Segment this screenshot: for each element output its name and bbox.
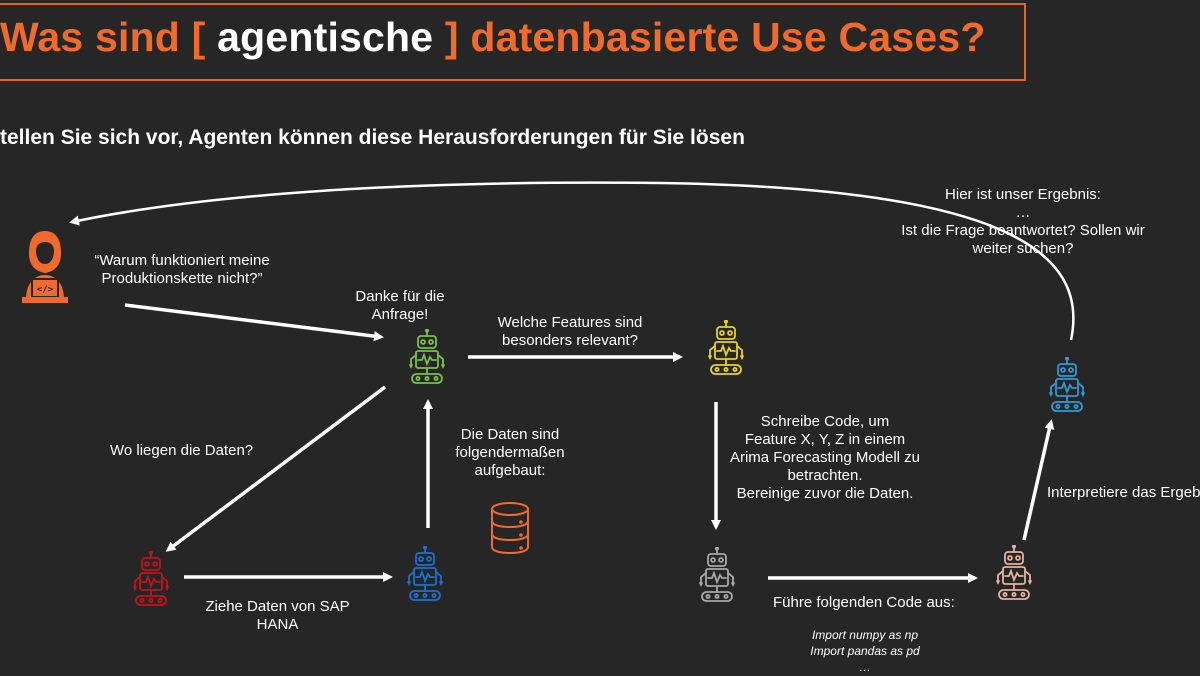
label-user-question: “Warum funktioniert meine Produktionsket…	[82, 252, 282, 288]
label-write-code: Schreibe Code, um Feature X, Y, Z in ein…	[720, 413, 930, 503]
label-pull-data-line1: Ziehe Daten von SAP	[205, 598, 350, 615]
label-result-line3: Ist die Frage beantwortet? Sollen wir	[901, 222, 1145, 239]
robot-icon-peach	[996, 545, 1032, 600]
label-execute-code: Führe folgenden Code aus:	[773, 594, 955, 611]
label-features: Welche Features sind besonders relevant?	[485, 314, 655, 350]
label-data-structure: Die Daten sind folgendermaßen aufgebaut:	[445, 426, 575, 480]
title-frame	[0, 3, 1026, 81]
svg-text:</>: </>	[37, 285, 54, 295]
label-result-line4: weiter suchen?	[972, 240, 1074, 257]
label-result-line1: Hier ist unser Ergebnis:	[945, 186, 1101, 203]
label-user-question-line1: “Warum funktioniert meine	[94, 252, 270, 269]
database-icon	[491, 502, 529, 555]
robot-icon-red	[133, 551, 169, 606]
robot-icon-yellow	[708, 320, 744, 375]
robot-icon-blue	[407, 546, 443, 601]
arrow-user-to-green	[124, 303, 384, 342]
code-line-3: …	[859, 660, 871, 674]
label-write-code-line1: Schreibe Code, um	[760, 413, 890, 430]
code-line-1: Import numpy as np	[811, 628, 919, 642]
slide-subtitle: tellen Sie sich vor, Agenten können dies…	[0, 126, 745, 149]
label-pull-data: Ziehe Daten von SAP HANA	[195, 598, 360, 634]
label-interpret: Interpretiere das Ergebn	[1047, 484, 1200, 501]
label-features-line2: besonders relevant?	[502, 332, 638, 349]
robot-icon-green	[409, 329, 445, 384]
label-thanks-line2: Anfrage!	[371, 306, 429, 323]
label-data-structure-line1: Die Daten sind	[460, 426, 560, 443]
arrow-result-to-user	[69, 181, 1075, 341]
slide-title: Was sind [ agentische ] datenbasierte Us…	[0, 14, 986, 61]
label-pull-data-line2: HANA	[256, 616, 299, 633]
label-result: Hier ist unser Ergebnis: … Ist die Frage…	[892, 186, 1154, 258]
label-thanks: Danke für die Anfrage!	[340, 288, 460, 324]
label-write-code-line2: Feature X, Y, Z in einem	[744, 431, 906, 448]
label-features-line1: Welche Features sind	[497, 314, 643, 331]
title-part-2: agentische	[217, 14, 434, 60]
robot-icon-gray	[699, 547, 735, 602]
title-part-1: Was sind [	[0, 14, 218, 60]
label-data-structure-line3: aufgebaut:	[474, 462, 546, 479]
label-thanks-line1: Danke für die	[355, 288, 445, 305]
robot-icon-cyan	[1049, 357, 1085, 412]
label-write-code-line3: Arima Forecasting Modell zu	[729, 449, 921, 466]
title-part-3: ] datenbasierte Use Cases?	[433, 14, 986, 60]
code-line-2: Import pandas as pd	[810, 644, 920, 658]
arrow-peach-to-cyan	[1022, 419, 1055, 541]
label-write-code-line4: betrachten.	[787, 467, 863, 484]
arrow-green-to-red	[165, 385, 387, 552]
label-user-question-line2: Produktionskette nicht?”	[101, 270, 263, 287]
developer-user-icon: </>	[22, 231, 68, 303]
label-where-data: Wo liegen die Daten?	[110, 442, 254, 459]
label-write-code-line5: Bereinige zuvor die Daten.	[736, 485, 914, 502]
code-snippet: Import numpy as np Import pandas as pd …	[795, 627, 935, 675]
label-result-line2: …	[1015, 204, 1031, 221]
label-data-structure-line2: folgendermaßen	[455, 444, 565, 461]
